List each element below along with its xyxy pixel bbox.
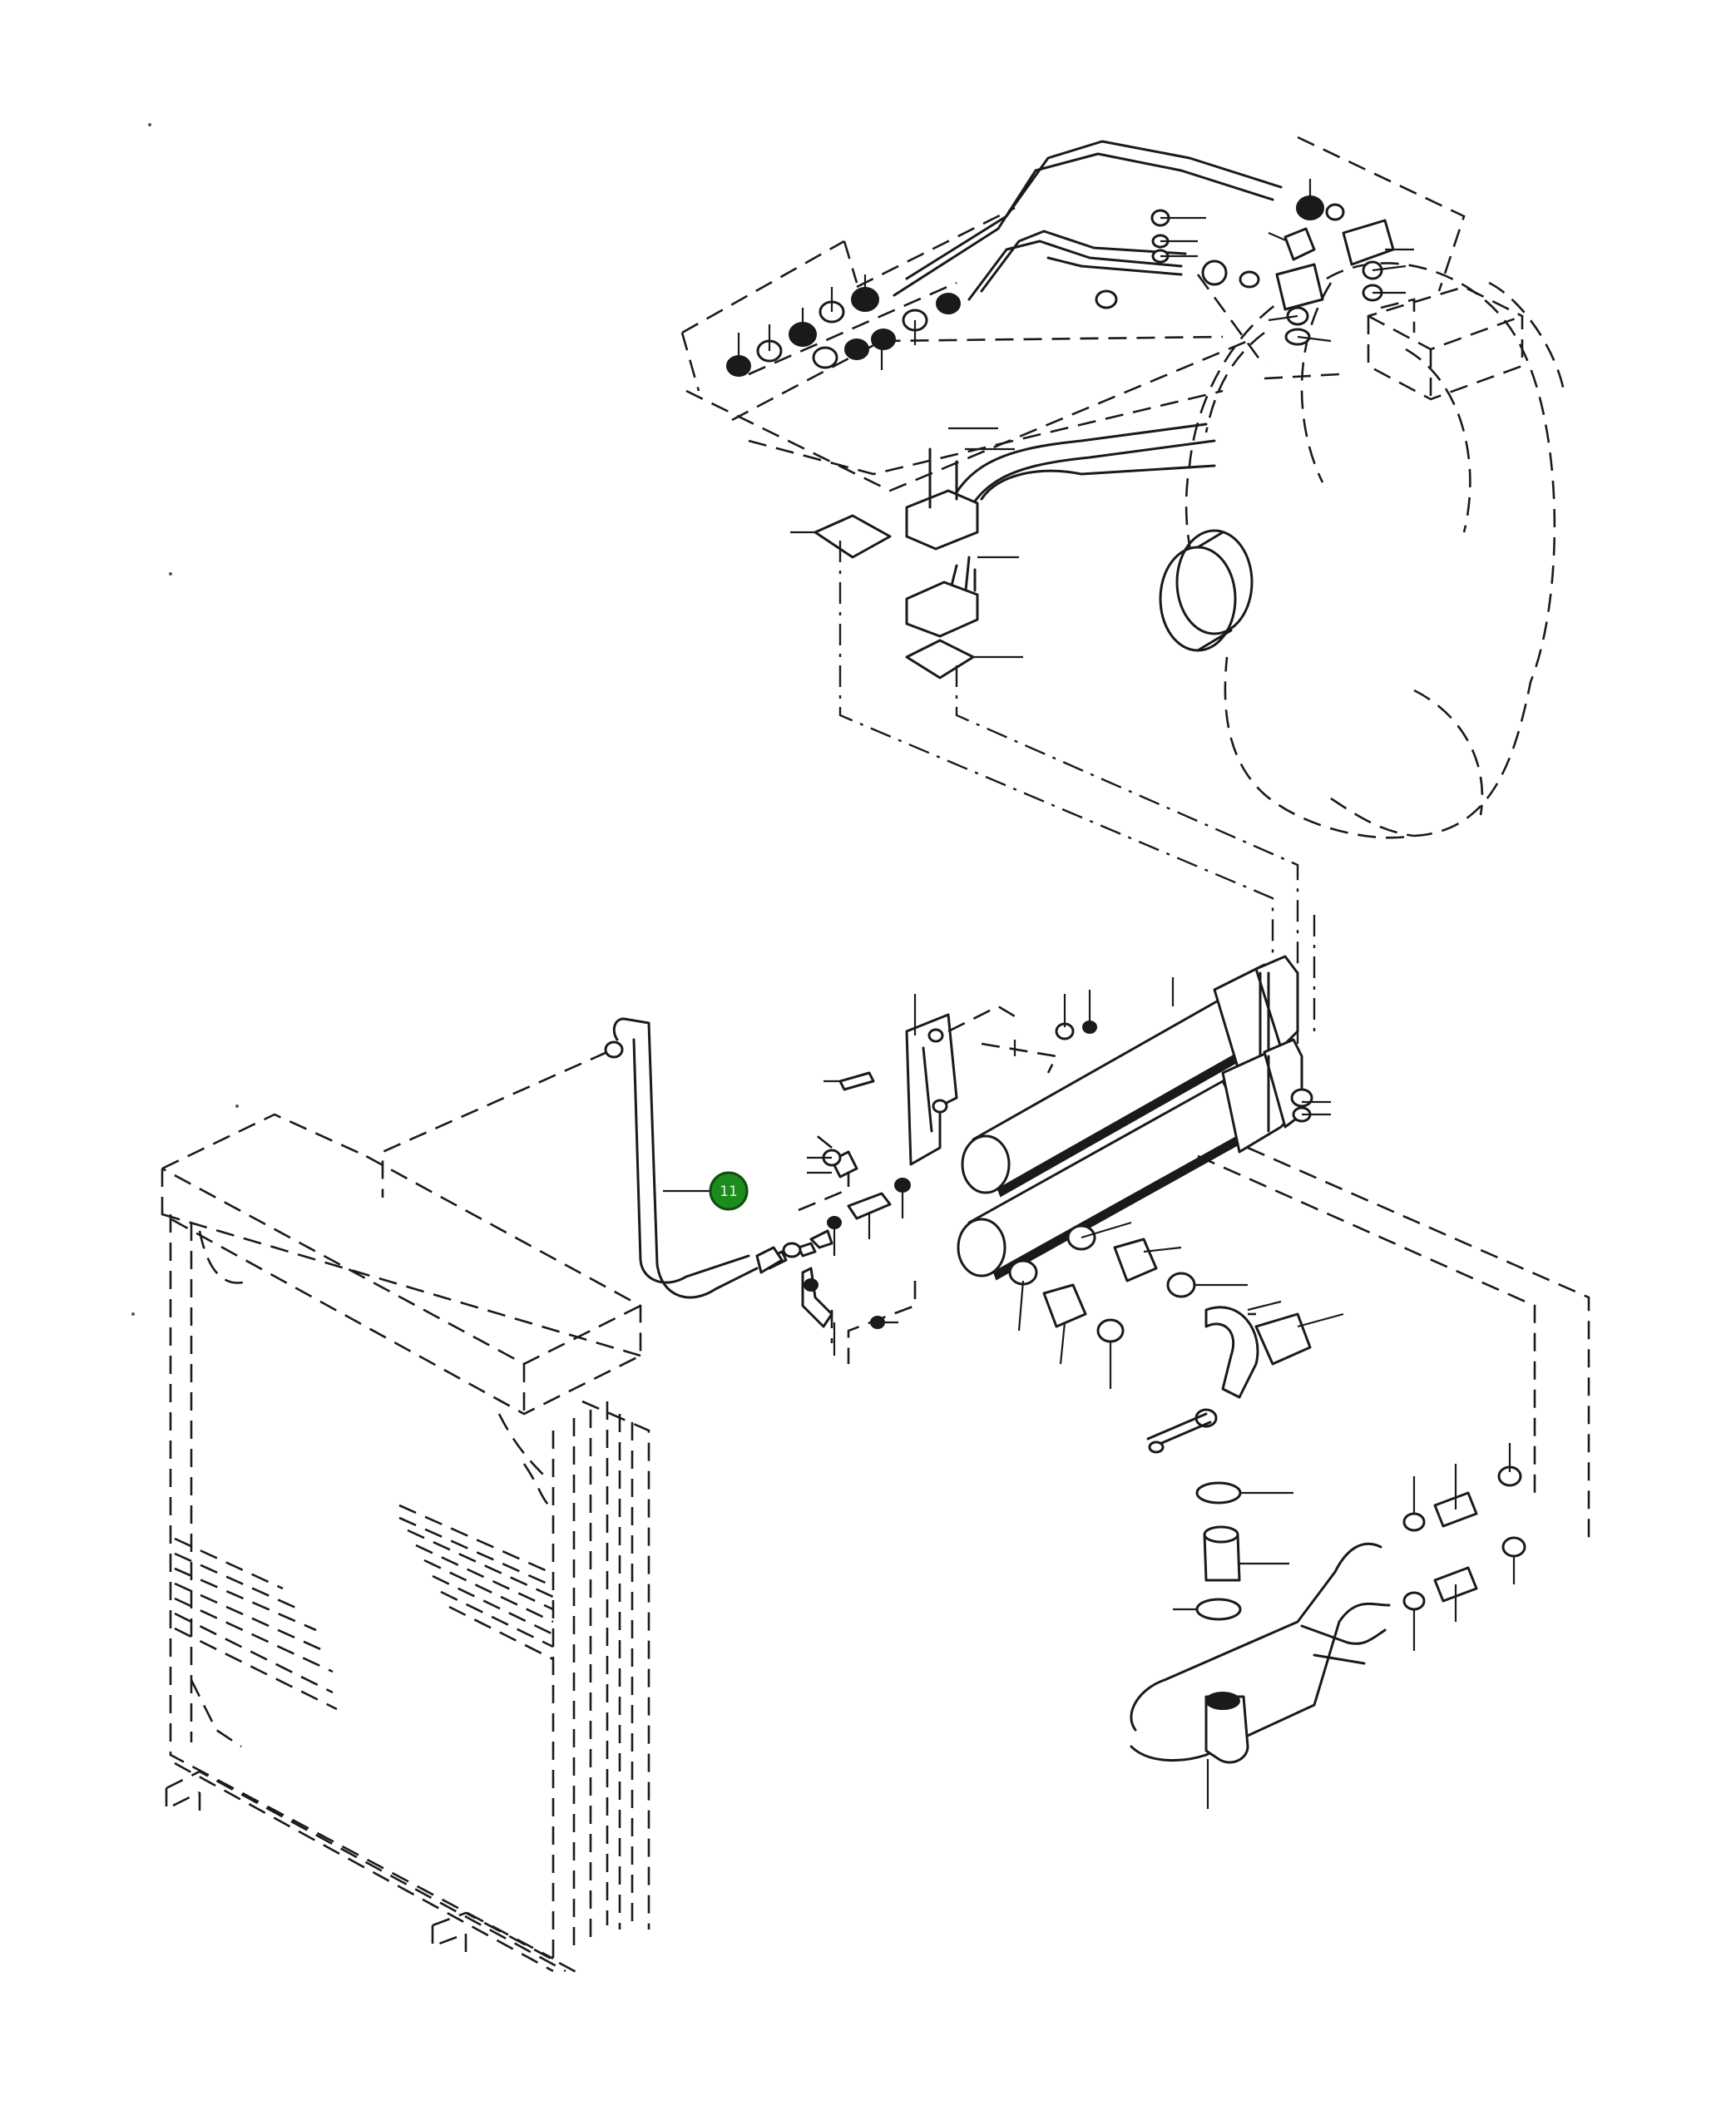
oil-coolers — [957, 955, 1313, 1281]
fitting-row-left — [726, 287, 961, 377]
upper-fittings — [726, 195, 1395, 679]
callout-11[interactable]: 11 — [663, 1171, 749, 1211]
hose-connectors — [1008, 1224, 1312, 1454]
callout-11-badge[interactable] — [709, 1171, 749, 1211]
fitting-cluster-right — [1095, 195, 1395, 346]
upper-leaders — [737, 179, 1414, 659]
scan-specks — [131, 123, 239, 1316]
lower-leaders — [807, 977, 1516, 1809]
radiator — [161, 1113, 650, 1977]
cooler-bracket — [838, 1013, 958, 1166]
routing-lines — [381, 541, 1590, 1539]
upper-hoses — [893, 140, 1283, 600]
hose-11 — [604, 1017, 802, 1299]
transmission-housing — [1159, 262, 1565, 839]
clamp-block — [814, 447, 979, 679]
top-dashed-outline — [680, 136, 1466, 492]
lower-y-pipe — [1130, 1465, 1526, 1764]
callout-11-label: 11 — [720, 1183, 738, 1200]
